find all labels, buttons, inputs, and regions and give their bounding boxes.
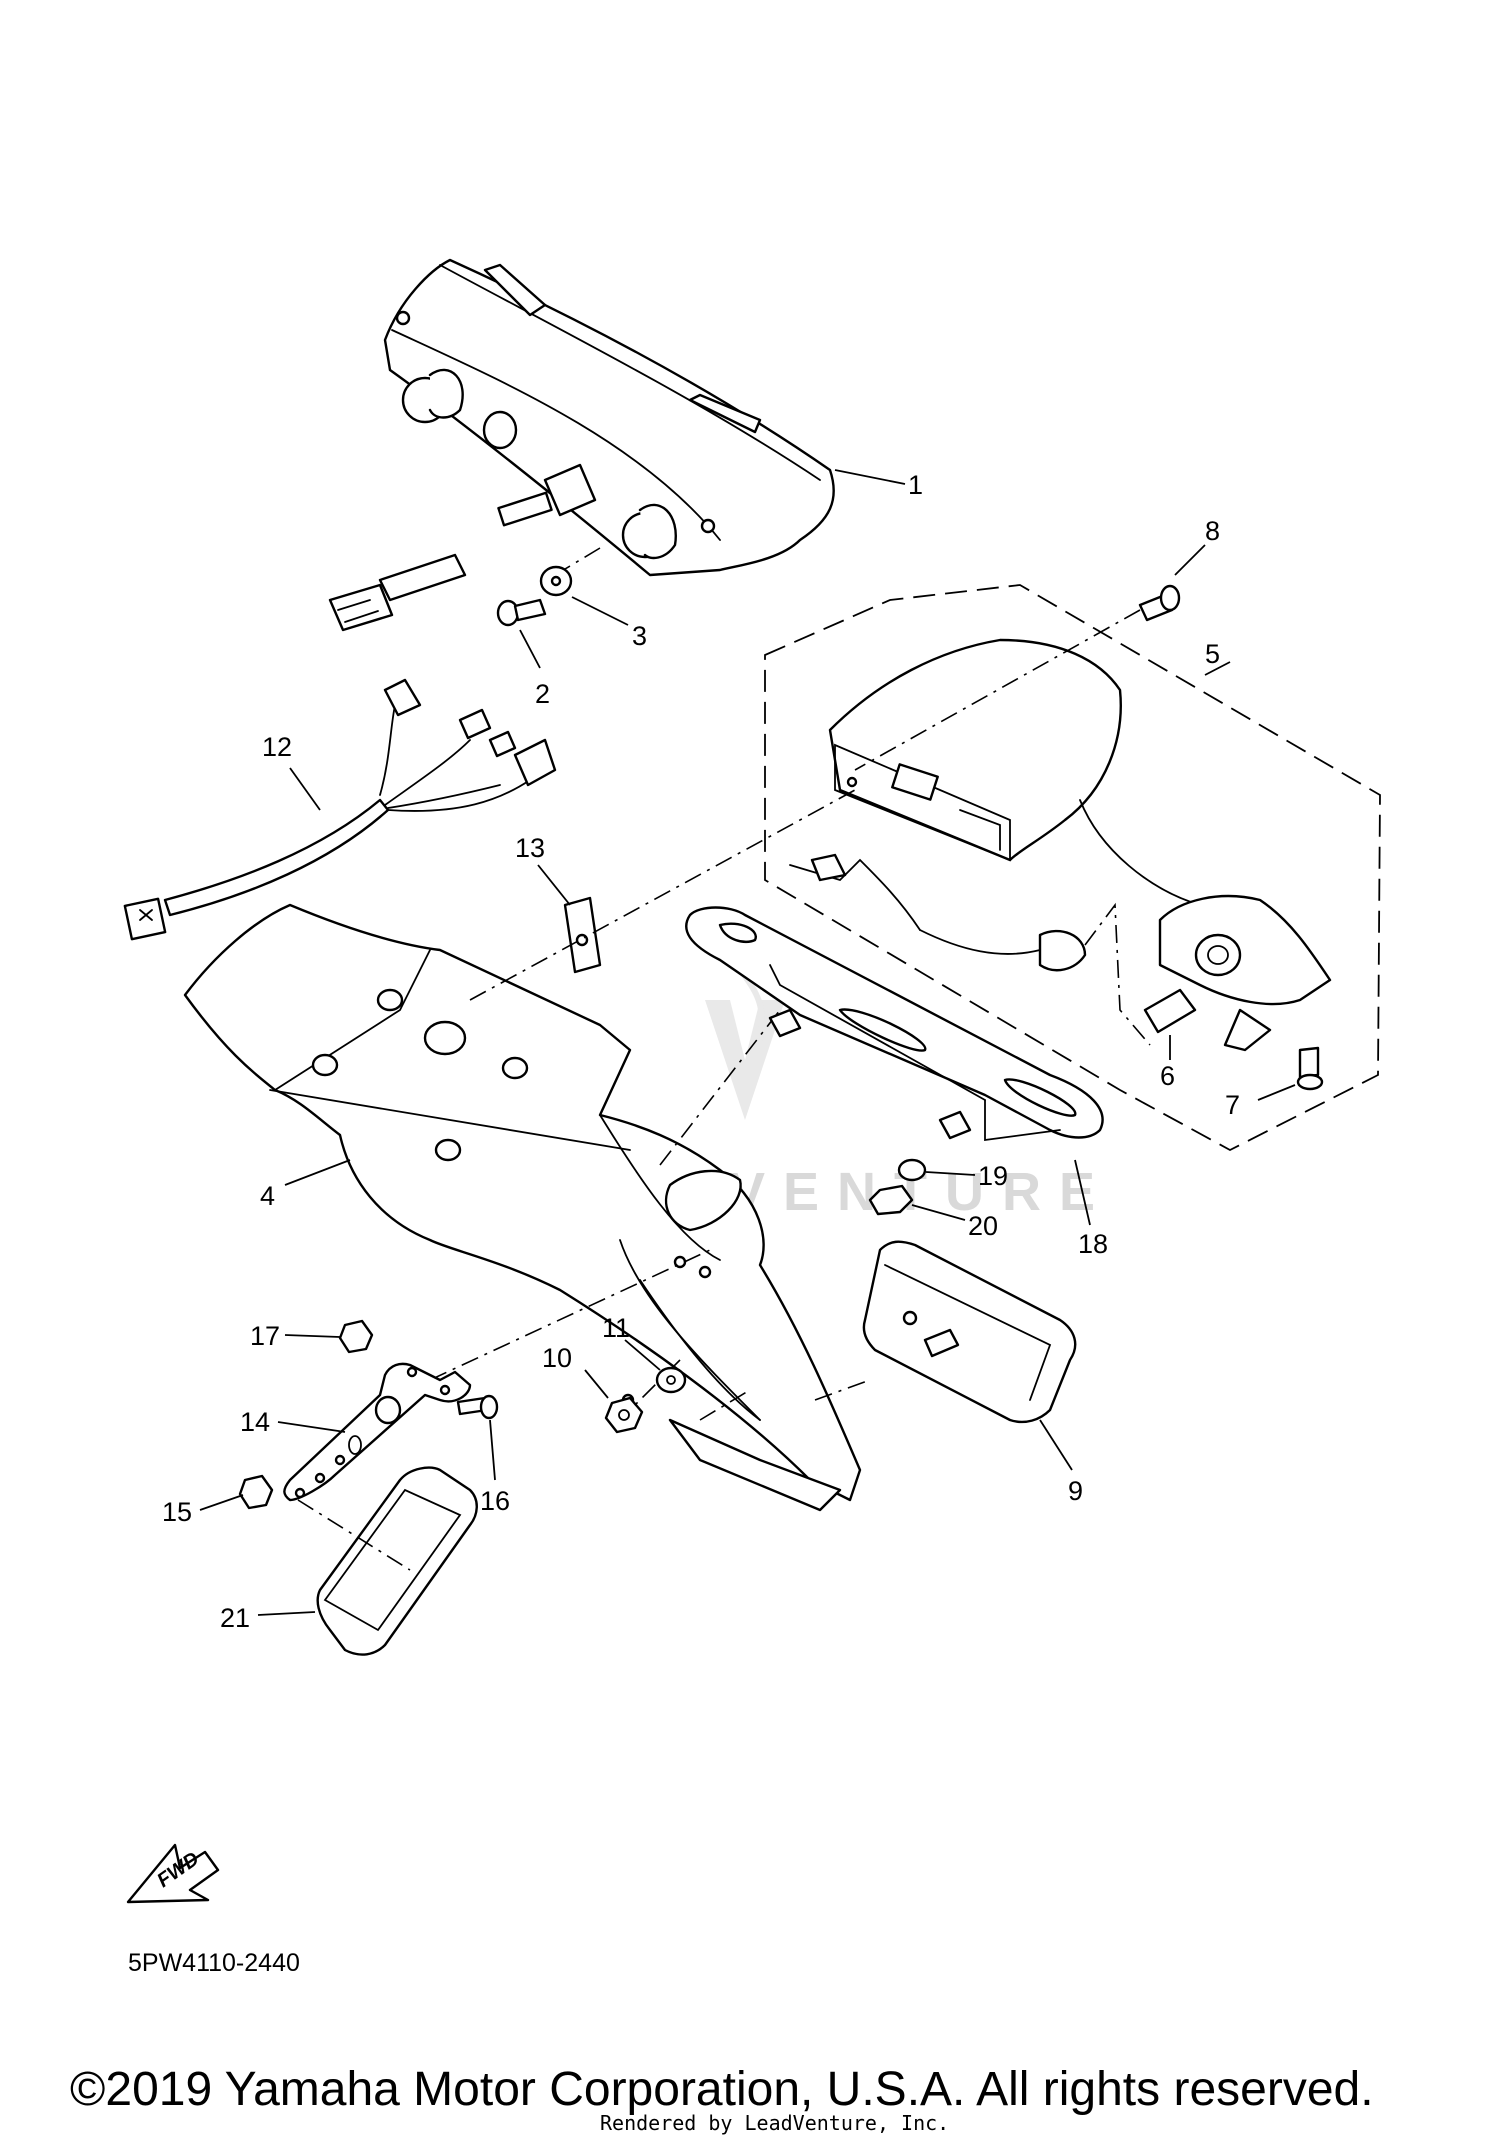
callout-5: 5 — [1205, 639, 1220, 669]
callout-21: 21 — [220, 1603, 250, 1633]
callout-16: 16 — [480, 1486, 510, 1516]
diagram-code: 5PW4110-2440 — [128, 1949, 300, 1977]
callout-17: 17 — [250, 1321, 280, 1351]
callout-19: 19 — [978, 1161, 1008, 1191]
part-6-bulb-shape — [1143, 988, 1197, 1060]
rendered-by-credit: Rendered by LeadVenture, Inc. — [600, 2111, 949, 2135]
part-14-bracket-shape — [277, 1362, 472, 1502]
callout-12: 12 — [262, 732, 292, 762]
part-21-reflector-shape — [257, 1466, 478, 1656]
callout-15: 15 — [162, 1497, 192, 1527]
part-8-screw-shape — [854, 544, 1206, 771]
callout-20: 20 — [968, 1211, 998, 1241]
callout-18: 18 — [1078, 1229, 1108, 1259]
part-11-washer-shape — [624, 1339, 687, 1394]
callout-9: 9 — [1068, 1476, 1083, 1506]
callout-14: 14 — [240, 1407, 270, 1437]
callout-8: 8 — [1205, 516, 1220, 546]
part-4-rear-fender-shape — [183, 903, 862, 1512]
callout-6: 6 — [1160, 1061, 1175, 1091]
part-16-screw-shape — [456, 1394, 499, 1481]
part-18-plate-bracket-shape — [685, 906, 1104, 1226]
fwd-arrow-icon: FWD — [126, 1843, 220, 1904]
part-13-clamp-shape — [537, 864, 602, 974]
part-20-nut-shape — [868, 1184, 966, 1221]
copyright-notice: ©2019 Yamaha Motor Corporation, U.S.A. A… — [70, 2063, 1374, 2116]
callout-4: 4 — [260, 1181, 275, 1211]
part-9-reflector-shape — [862, 1240, 1077, 1471]
callout-2: 2 — [535, 679, 550, 709]
part-3-washer-shape — [539, 565, 629, 626]
callout-11: 11 — [602, 1313, 630, 1343]
callout-13: 13 — [515, 833, 545, 863]
part-19-washer-shape — [897, 1158, 976, 1182]
callout-10: 10 — [542, 1343, 572, 1373]
callout-1: 1 — [908, 470, 923, 500]
part-1-tail-light-shape — [328, 258, 906, 632]
callouts: 1 2 3 4 5 6 7 8 9 10 11 12 13 14 15 16 1… — [162, 470, 1240, 1633]
part-10-nut-shape — [584, 1369, 644, 1434]
part-2-screw-shape — [496, 598, 547, 669]
callout-3: 3 — [632, 621, 647, 651]
part-17-nut-shape — [284, 1319, 374, 1354]
part-7-screw-shape — [1257, 1046, 1324, 1101]
callout-7: 7 — [1225, 1090, 1240, 1120]
part-12-wire-harness-shape — [123, 678, 557, 941]
part-5-license-light-shape — [764, 584, 1381, 1152]
part-15-nut-shape — [199, 1474, 274, 1511]
